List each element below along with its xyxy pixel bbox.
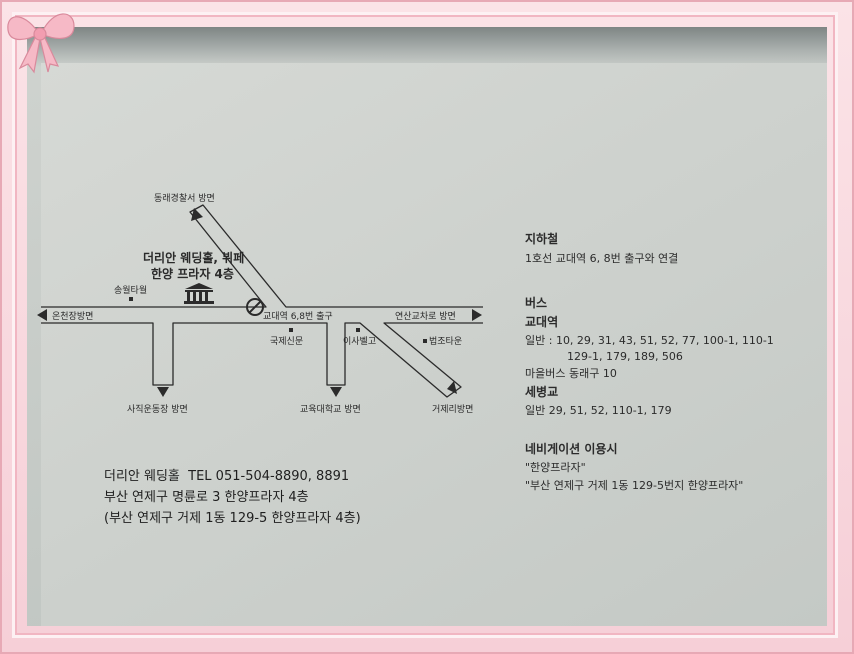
arrow-east [472, 309, 482, 321]
address-block: 더리안 웨딩홀 TEL 051-504-8890, 8891 부산 연제구 명륜… [104, 466, 361, 529]
road-outline-bottom [41, 322, 483, 398]
navigation-query-1: "한양프라자" [525, 461, 586, 474]
ribbon-bow-icon [7, 13, 75, 74]
landmark-marker-songwol [129, 297, 133, 301]
road-outline-top [41, 204, 483, 308]
invitation-card [27, 27, 827, 626]
card-paper [41, 63, 827, 626]
venue-building: 한양 프라자 4층 [151, 266, 234, 281]
venue-name: 더리안 웨딩홀, 뷔페 [143, 250, 244, 265]
navigation-query-2: "부산 연제구 거제 1동 129-5번지 한양프라자" [525, 479, 744, 492]
landmark-isa: 이사벨고 [343, 336, 376, 347]
landmark-songwol: 송월타월 [114, 284, 147, 296]
label-geoje: 거제리방면 [432, 404, 473, 415]
landmark-marker-gukje [289, 328, 293, 332]
label-sajik: 사직운동장 방면 [127, 404, 188, 415]
bus-stop-sebyeong: 세병교 [525, 385, 559, 399]
card-edge-shadow [27, 27, 827, 67]
arrow-edu [330, 387, 342, 397]
address-line-2: 부산 연제구 명륜로 3 한양프라자 4층 [104, 490, 309, 505]
bus-stop-kyodae: 교대역 [525, 315, 559, 329]
bus-village: 마을버스 동래구 10 [525, 367, 617, 380]
bus-heading: 버스 [525, 296, 548, 310]
address-line-3: (부산 연제구 거제 1동 129-5 한양프라자 4층) [104, 511, 361, 526]
label-north: 동래경찰서 방면 [154, 192, 215, 204]
address-line-1: 더리안 웨딩홀 TEL 051-504-8890, 8891 [104, 469, 350, 484]
landmark-beopjo: 법조타운 [429, 336, 462, 347]
landmark-marker-beopjo [423, 339, 427, 343]
navigation-heading: 네비게이션 이용시 [525, 442, 618, 456]
no-entry-icon [246, 298, 264, 316]
landmark-marker-isa [356, 328, 360, 332]
arrow-north [191, 208, 203, 221]
location-map: 동래경찰서 방면 더리안 웨딩홀, 뷔페 한양 프라자 4층 송월타월 온천장방… [37, 192, 483, 415]
bus-general-kyodae-cont: 129-1, 179, 189, 506 [567, 350, 683, 363]
label-edu: 교육대학교 방면 [300, 404, 361, 415]
arrow-west [37, 309, 47, 321]
landmark-gukje: 국제신문 [270, 336, 303, 347]
arrow-geoje [447, 381, 457, 394]
subway-line: 1호선 교대역 6, 8번 출구와 연결 [525, 252, 679, 265]
label-east: 연산교차로 방면 [395, 310, 456, 322]
bus-general-kyodae: 일반 : 10, 29, 31, 43, 51, 52, 77, 100-1, … [525, 334, 774, 347]
bus-general-sebyeong: 일반 29, 51, 52, 110-1, 179 [525, 404, 672, 417]
building-icon [184, 283, 214, 304]
subway-heading: 지하철 [525, 232, 559, 246]
photo-frame-inner-border [12, 12, 838, 638]
label-west: 온천장방면 [52, 311, 93, 322]
transit-info: 지하철 1호선 교대역 6, 8번 출구와 연결 버스 교대역 일반 : 10,… [525, 230, 825, 493]
station-label: 교대역 6,8번 출구 [263, 311, 333, 322]
arrow-sajik [157, 387, 169, 397]
